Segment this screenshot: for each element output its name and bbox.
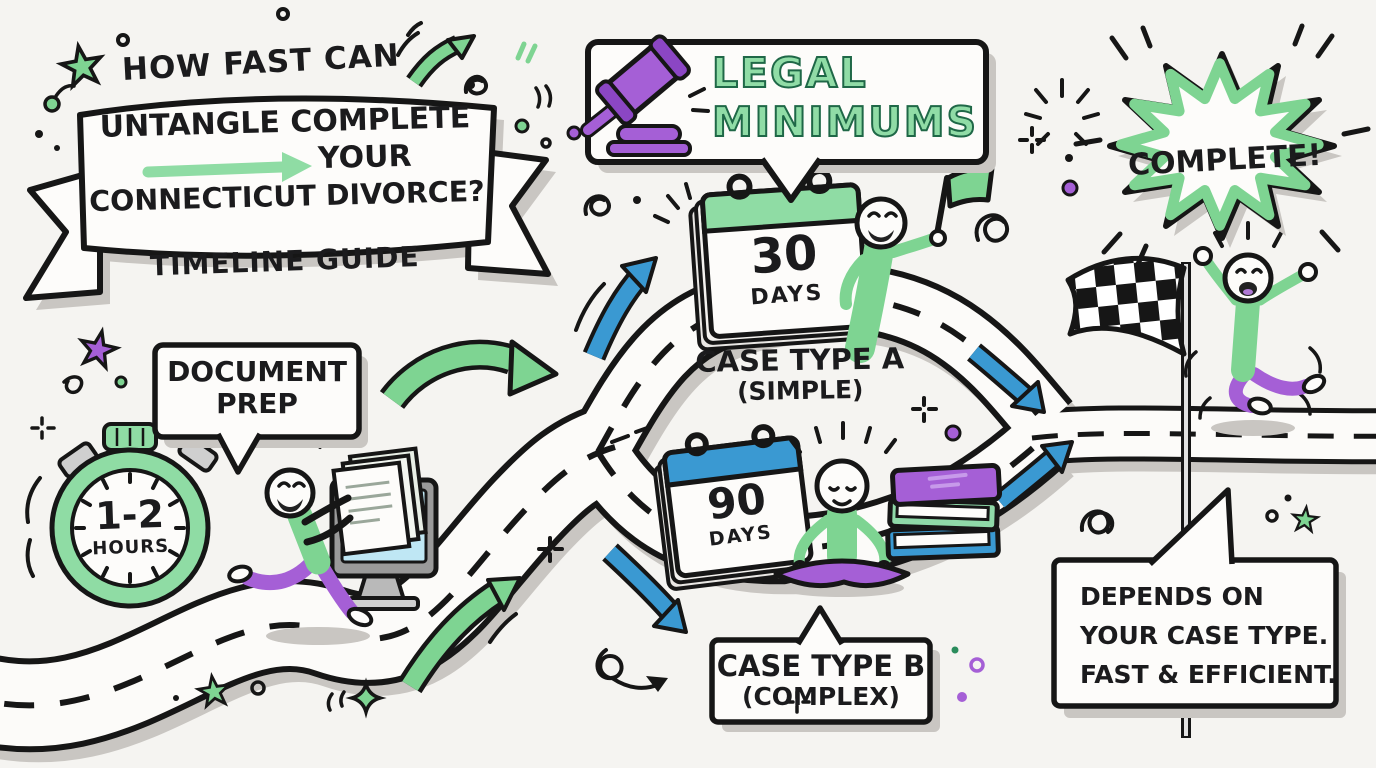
- legal-minimums-bubble: [580, 34, 996, 203]
- stopwatch-unit: HOURS: [91, 535, 170, 560]
- document-stack-icon: [331, 446, 428, 557]
- stopwatch-icon: [25, 422, 219, 609]
- legal-minimums-title: LEGAL MINIMUMS: [711, 48, 982, 147]
- arrow-blue-merge-bottom: [993, 440, 1074, 511]
- case-type-b-label: CASE TYPE B (COMPLEX): [712, 649, 930, 712]
- banner-inline-arrow: [142, 152, 312, 182]
- document-prep-line1: DOCUMENT: [167, 355, 347, 388]
- outcome-line1: DEPENDS ON: [1080, 582, 1264, 611]
- books-icon: [885, 463, 1003, 562]
- flag-bearer-figure: [839, 165, 995, 363]
- outcome-line3: FAST & EFFICIENT.: [1080, 659, 1337, 689]
- decorations: [30, 7, 1320, 714]
- case-type-b-bubble: [709, 605, 940, 732]
- jumper-shadow: [1211, 420, 1295, 436]
- sparkle-icon: [653, 182, 692, 224]
- legal-line1: LEGAL: [711, 48, 868, 97]
- arrow-blue-merge-top: [967, 343, 1046, 414]
- document-prep-line2: PREP: [216, 387, 298, 421]
- star-icon: [1290, 504, 1320, 533]
- calendar-30-label: 30 DAYS: [704, 223, 865, 314]
- banner-ribbon: [23, 95, 558, 310]
- case-a-line2: (SIMPLE): [736, 375, 864, 407]
- outcome-note-label: DEPENDS ON YOUR CASE TYPE. FAST & EFFICI…: [1080, 578, 1337, 694]
- document-prep-label: DOCUMENT PREP: [155, 355, 359, 421]
- gavel-icon: [580, 34, 710, 157]
- star-icon: [56, 41, 107, 90]
- case-type-a-label: CASE TYPE A (SIMPLE): [689, 341, 910, 408]
- celebrating-figure: [1183, 221, 1327, 420]
- document-prep-bubble: [152, 342, 368, 475]
- banner-title: UNTANGLE COMPLETE YOUR CONNECTICUT DIVOR…: [85, 100, 488, 219]
- arrow-green-small-top: [396, 21, 476, 88]
- meditating-figure: [773, 421, 911, 589]
- arrow-green-bottom: [398, 576, 522, 694]
- stopwatch-value: 1-2: [94, 491, 165, 539]
- arrow-blue-to-path-a: [574, 256, 658, 361]
- stopwatch-label: 1-2 HOURS: [79, 492, 181, 560]
- outcome-note-bubble: [1051, 487, 1346, 718]
- case-a-line1: CASE TYPE A: [695, 341, 905, 379]
- runner-figure: [227, 418, 374, 628]
- case-b-line1: CASE TYPE B: [716, 649, 926, 683]
- arrow-green-to-fork: [379, 339, 559, 410]
- green-flag-icon: [945, 165, 995, 209]
- case-b-line2: (COMPLEX): [742, 682, 900, 712]
- star-icon: [75, 325, 122, 371]
- legal-line2: MINIMUMS: [711, 97, 979, 147]
- starburst-icon: [1073, 23, 1371, 267]
- arrow-blue-to-path-b: [602, 543, 688, 634]
- outcome-line2: YOUR CASE TYPE.: [1080, 620, 1329, 650]
- runner-shadow: [266, 627, 370, 645]
